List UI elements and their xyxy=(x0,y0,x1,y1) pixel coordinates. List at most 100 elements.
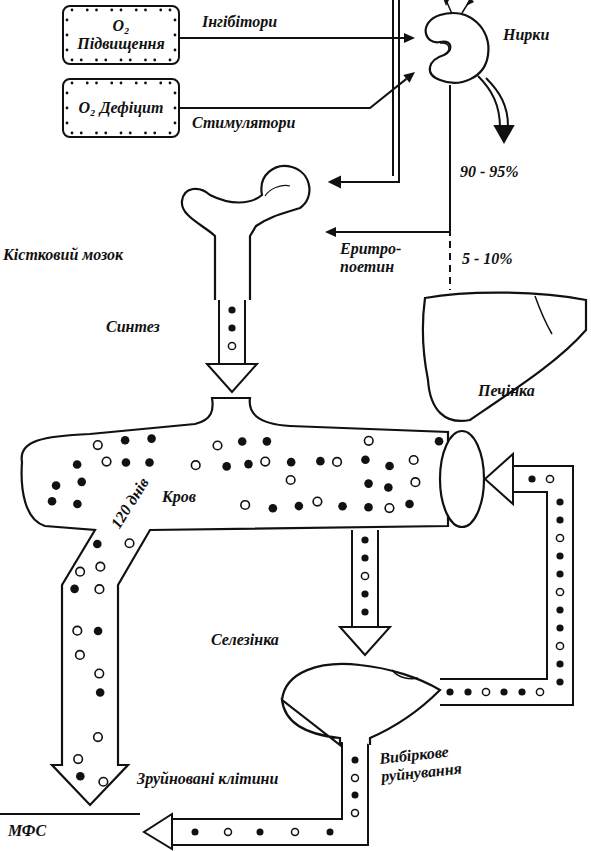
blood-cells xyxy=(48,434,444,786)
cell-ring xyxy=(292,829,299,836)
red-cell xyxy=(338,502,347,511)
cell-dot xyxy=(446,688,453,695)
band-head xyxy=(340,627,390,655)
cell-dot xyxy=(556,606,563,613)
outflow-arrow xyxy=(486,78,508,126)
cell-dot xyxy=(361,536,368,543)
old-cell xyxy=(94,733,103,742)
red-cell xyxy=(94,627,103,636)
cell-dot xyxy=(556,660,563,667)
edge-label: 5 - 10% xyxy=(460,250,515,268)
red-cell xyxy=(238,437,247,446)
cell-dot xyxy=(556,678,563,685)
bone-node: Кістковий мозок xyxy=(175,160,325,300)
cell-dot xyxy=(518,688,525,695)
kidney-vessel xyxy=(446,0,470,14)
old-cell xyxy=(286,476,295,485)
old-cell xyxy=(125,539,134,548)
o2-dot xyxy=(153,59,156,62)
cell-ring xyxy=(556,642,563,649)
box-node: O₂ Дефіцит xyxy=(62,78,180,138)
red-cell xyxy=(435,437,444,446)
o2-dot xyxy=(95,9,98,12)
vessel-arrow xyxy=(443,0,450,6)
outflow-arrow xyxy=(478,76,500,128)
connector-line xyxy=(180,79,406,108)
o2-dot xyxy=(174,19,177,22)
red-cell xyxy=(269,504,278,513)
o2-dot xyxy=(129,132,132,135)
band-fill xyxy=(353,530,377,627)
red-cell xyxy=(364,503,373,512)
o2-dot xyxy=(71,9,74,12)
spleen-notch xyxy=(392,670,418,679)
red-cell xyxy=(147,434,156,443)
old-cell xyxy=(409,456,418,465)
vessel-arrow xyxy=(466,0,474,6)
band-head xyxy=(485,454,513,504)
cell-ring xyxy=(556,534,563,541)
red-cell xyxy=(287,458,296,467)
note-label: МФС xyxy=(6,822,48,840)
kidney-node: Нирки xyxy=(415,10,490,85)
o2-dot xyxy=(71,82,74,85)
old-cell xyxy=(385,504,394,513)
old-cell xyxy=(99,777,108,786)
arrow-head xyxy=(495,126,513,142)
o2-dot xyxy=(174,107,177,110)
barrier-line xyxy=(330,0,399,182)
o2-dot xyxy=(110,82,113,85)
liver-node: Печінка xyxy=(420,290,588,425)
red-cell xyxy=(145,458,154,467)
o2-dot xyxy=(66,34,69,37)
band-head xyxy=(207,364,257,392)
o2-dot xyxy=(120,59,123,62)
old-cell xyxy=(76,567,85,576)
o2-dot xyxy=(169,9,172,12)
node-label: O₂ Підвищення xyxy=(68,17,174,54)
cell-ring xyxy=(361,572,368,579)
node-label: Кістковий мозок xyxy=(3,246,171,264)
cell-ring xyxy=(556,588,563,595)
kidney-outline xyxy=(426,13,489,83)
vessel-opening xyxy=(440,431,484,527)
blood-node: Кров xyxy=(10,392,485,530)
red-cell xyxy=(385,462,394,471)
edge-label: Інгібітори xyxy=(200,13,279,31)
box-node: O₂ Підвищення xyxy=(62,5,180,65)
liver-lobe-line xyxy=(535,296,552,334)
o2-dot xyxy=(71,132,74,135)
cell-ring xyxy=(352,775,359,782)
o2-dot xyxy=(129,59,132,62)
red-cell xyxy=(76,772,85,781)
box-outline xyxy=(63,79,179,137)
kidney-outflow xyxy=(478,76,513,142)
liver-shape xyxy=(420,290,588,425)
red-cell xyxy=(316,457,325,466)
o2-dot xyxy=(144,132,147,135)
red-cell xyxy=(364,479,373,488)
cell-ring xyxy=(228,342,235,349)
red-cell xyxy=(122,458,131,467)
o2-dot xyxy=(120,82,123,85)
old-cell xyxy=(74,755,83,764)
arrow-head xyxy=(330,177,340,187)
o2-dot xyxy=(104,132,107,135)
o2-dot xyxy=(71,59,74,62)
o2-dot xyxy=(120,9,123,12)
old-cell xyxy=(191,461,200,470)
old-cell xyxy=(313,497,322,506)
destroyed-cells-band xyxy=(144,740,359,849)
old-cell xyxy=(333,458,342,467)
old-cell xyxy=(364,437,373,446)
o2-dot xyxy=(135,82,138,85)
note-label: 90 - 95% xyxy=(458,163,521,181)
old-cell xyxy=(95,669,104,678)
red-cell xyxy=(263,437,272,446)
o2-dot xyxy=(95,82,98,85)
cell-ring xyxy=(482,688,489,695)
o2-dot xyxy=(95,59,98,62)
o2-dot xyxy=(80,59,83,62)
band-fill xyxy=(220,300,244,364)
